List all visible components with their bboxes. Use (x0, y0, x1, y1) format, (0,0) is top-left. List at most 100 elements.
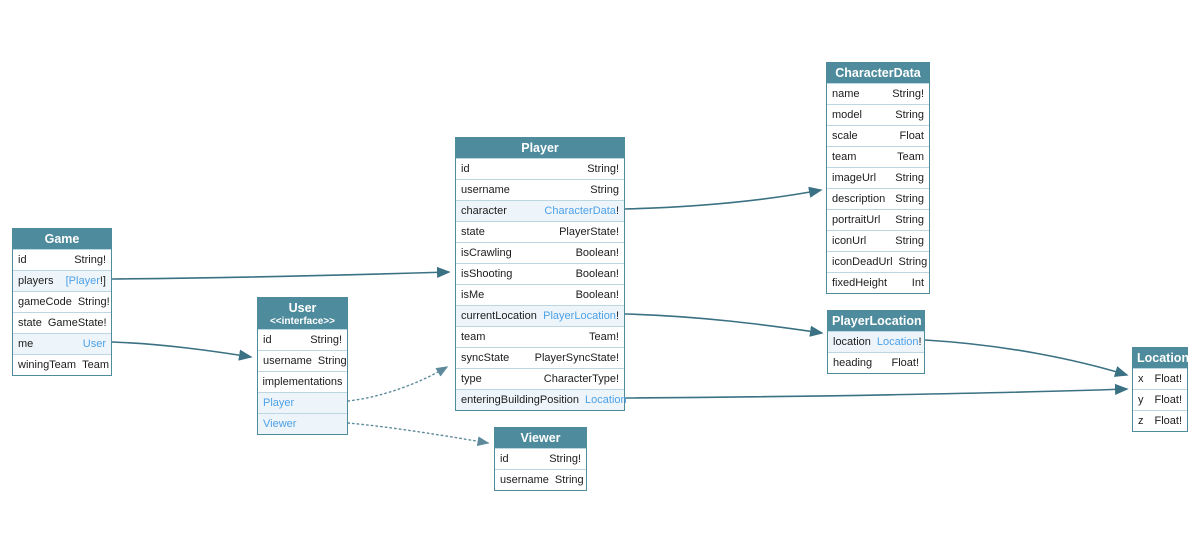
field-type: String (555, 474, 584, 486)
field-type: Float! (1154, 394, 1182, 406)
field-row-player-isCrawling[interactable]: isCrawling Boolean! (456, 242, 624, 263)
field-type: String (899, 256, 928, 268)
field-type: String (895, 214, 924, 226)
field-type: String! (587, 163, 619, 175)
field-row-user-Viewer[interactable]: Viewer (258, 413, 347, 434)
field-type-link[interactable]: PlayerLocation (543, 310, 616, 322)
field-row-game-id[interactable]: id String! (13, 249, 111, 270)
field-type-text: CharacterType! (543, 373, 619, 385)
field-type-text: Team (82, 359, 109, 371)
field-row-user-Player[interactable]: Player (258, 392, 347, 413)
field-type: String (895, 172, 924, 184)
table-header-game[interactable]: Game (13, 229, 111, 249)
table-header-viewer[interactable]: Viewer (495, 428, 586, 448)
field-type-text: Float! (1154, 394, 1182, 406)
relation-arrow-player-character-to-characterdata (624, 186, 823, 210)
field-type-link[interactable]: CharacterData (544, 205, 616, 217)
field-type-link[interactable]: User (82, 338, 106, 350)
table-header-playerLocation[interactable]: PlayerLocation (828, 311, 924, 331)
field-type: PlayerSyncState! (535, 352, 619, 364)
table-title: CharacterData (835, 65, 921, 80)
field-type-text: String (317, 355, 347, 367)
table-header-location[interactable]: Location (1133, 348, 1189, 368)
field-name: id (18, 254, 27, 266)
field-type-link[interactable]: [Player (65, 275, 100, 287)
table-title: User (288, 300, 317, 315)
field-type-text: String (895, 214, 924, 226)
field-type: Float! (891, 357, 919, 369)
field-row-characterData-name[interactable]: name String! (827, 83, 929, 104)
field-type-link[interactable]: Location (585, 394, 627, 406)
field-type-link[interactable]: Location (876, 336, 919, 348)
field-name: syncState (461, 352, 510, 364)
field-type: String (590, 184, 619, 196)
field-name: Player (263, 397, 295, 409)
field-type: String! (74, 254, 106, 266)
relation-arrow-playerlocation-location-to-location (924, 339, 1129, 377)
field-type: PlayerLocation! (543, 310, 619, 322)
field-type-text: String! (549, 453, 581, 465)
field-name: state (461, 226, 485, 238)
table-header-user[interactable]: User<<interface>> (258, 298, 347, 329)
field-row-player-syncState[interactable]: syncState PlayerSyncState! (456, 347, 624, 368)
field-row-viewer-username[interactable]: username String (495, 469, 586, 490)
table-header-player[interactable]: Player (456, 138, 624, 158)
field-name: imageUrl (832, 172, 877, 184)
field-type: String (895, 235, 924, 247)
field-type-text: Boolean! (575, 247, 619, 259)
field-name: username (500, 474, 549, 486)
field-name: z (1138, 415, 1144, 427)
field-row-characterData-imageUrl[interactable]: imageUrl String (827, 167, 929, 188)
field-row-game-players[interactable]: players [Player!] (13, 270, 111, 291)
field-row-user-implementations[interactable]: implementations (258, 371, 347, 392)
field-name: isCrawling (461, 247, 512, 259)
field-type: Location (585, 394, 627, 406)
field-name: name (832, 88, 860, 100)
field-type-suffix: !] (99, 275, 106, 287)
table-subtitle: <<interface>> (269, 315, 336, 327)
field-name: players (18, 275, 54, 287)
table-header-characterData[interactable]: CharacterData (827, 63, 929, 83)
field-type: Team! (589, 331, 619, 343)
field-type: String! (892, 88, 924, 100)
field-name: state (18, 317, 42, 329)
field-type-text: String! (310, 334, 342, 346)
